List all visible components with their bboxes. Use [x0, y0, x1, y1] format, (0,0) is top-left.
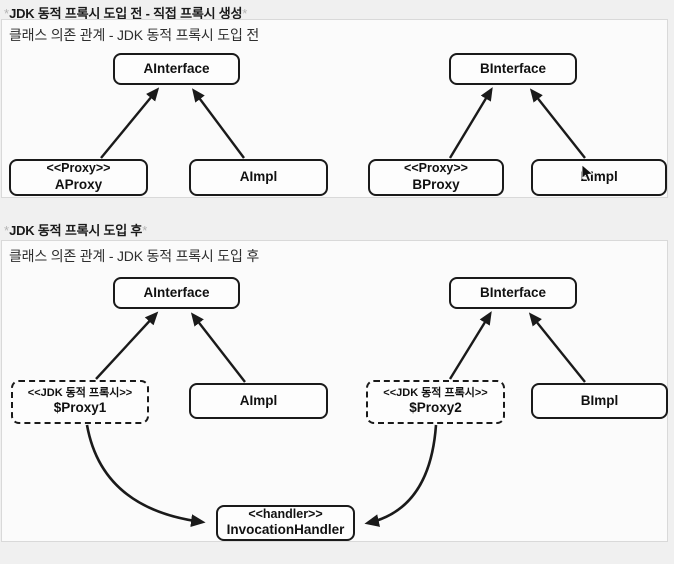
panel-before-title: 클래스 의존 관계 - JDK 동적 프록시 도입 전 — [9, 27, 260, 43]
arrow-proxy2-to-binterface — [448, 311, 492, 380]
arrow-bproxy-to-binterface — [448, 87, 493, 159]
class-box-label: BProxy — [412, 176, 460, 192]
class-box-proxy1: <<JDK 동적 프록시>> $Proxy1 — [11, 380, 149, 424]
class-box-aimpl: AImpl — [189, 383, 328, 419]
class-box-label: BInterface — [479, 60, 547, 76]
stereotype-label: <<Proxy>> — [404, 161, 468, 176]
arrow-proxy2-to-handler — [364, 424, 438, 527]
class-box-proxy2: <<JDK 동적 프록시>> $Proxy2 — [366, 380, 505, 424]
arrow-aimpl-to-ainterface — [190, 312, 246, 383]
class-box-bimpl: BImpl — [531, 159, 667, 196]
section-after-header-text: JDK 동적 프록시 도입 후 — [9, 223, 143, 238]
markdown-asterisk: * — [4, 223, 10, 238]
class-box-label: $Proxy1 — [53, 400, 107, 416]
class-box-label: AImpl — [239, 169, 278, 185]
stereotype-label: <<JDK 동적 프록시>> — [27, 386, 133, 399]
class-box-bproxy: <<Proxy>> BProxy — [368, 159, 504, 196]
class-box-ainterface: AInterface — [113, 53, 240, 85]
class-box-label: AInterface — [143, 284, 210, 300]
section-before-header-text: JDK 동적 프록시 도입 전 - 직접 프록시 생성 — [9, 6, 243, 21]
markdown-asterisk: * — [242, 6, 248, 21]
arrow-aproxy-to-ainterface — [100, 87, 160, 159]
class-box-binterface: BInterface — [449, 277, 577, 309]
class-box-label: AInterface — [143, 60, 210, 76]
stereotype-label: <<handler>> — [248, 506, 323, 521]
class-box-label: AProxy — [54, 176, 103, 192]
class-box-label: $Proxy2 — [409, 400, 462, 416]
markdown-asterisk: * — [4, 6, 10, 21]
arrow-proxy1-to-handler — [85, 424, 206, 527]
section-before-header: *JDK 동적 프록시 도입 전 - 직접 프록시 생성* — [4, 3, 247, 22]
section-after-header: *JDK 동적 프록시 도입 후* — [4, 220, 147, 239]
class-box-binterface: BInterface — [449, 53, 577, 85]
markdown-asterisk: * — [142, 223, 148, 238]
arrow-proxy1-to-ainterface — [95, 311, 159, 380]
stereotype-label: <<JDK 동적 프록시>> — [383, 386, 488, 399]
stereotype-label: <<Proxy>> — [46, 161, 111, 176]
class-box-label: InvocationHandler — [226, 522, 345, 538]
arrow-bimpl-to-binterface — [529, 88, 586, 159]
arrow-bimpl-to-binterface — [528, 312, 586, 383]
class-box-label: AImpl — [239, 392, 278, 408]
class-box-ainterface: AInterface — [113, 277, 240, 309]
class-box-bimpl: BImpl — [531, 383, 668, 419]
class-box-invocationhandler: <<handler>> InvocationHandler — [216, 505, 355, 541]
arrow-aimpl-to-ainterface — [191, 88, 245, 159]
panel-after-title: 클래스 의존 관계 - JDK 동적 프록시 도입 후 — [9, 248, 260, 264]
class-box-label: BInterface — [479, 284, 547, 300]
class-box-label: BImpl — [580, 392, 619, 408]
diagram-panel-before: 클래스 의존 관계 - JDK 동적 프록시 도입 전 AInterface B… — [1, 19, 668, 198]
diagram-panel-after: 클래스 의존 관계 - JDK 동적 프록시 도입 후 AInterface B… — [1, 240, 668, 542]
mouse-pointer-icon — [581, 164, 594, 183]
class-box-aimpl: AImpl — [189, 159, 328, 196]
class-box-aproxy: <<Proxy>> AProxy — [9, 159, 148, 196]
